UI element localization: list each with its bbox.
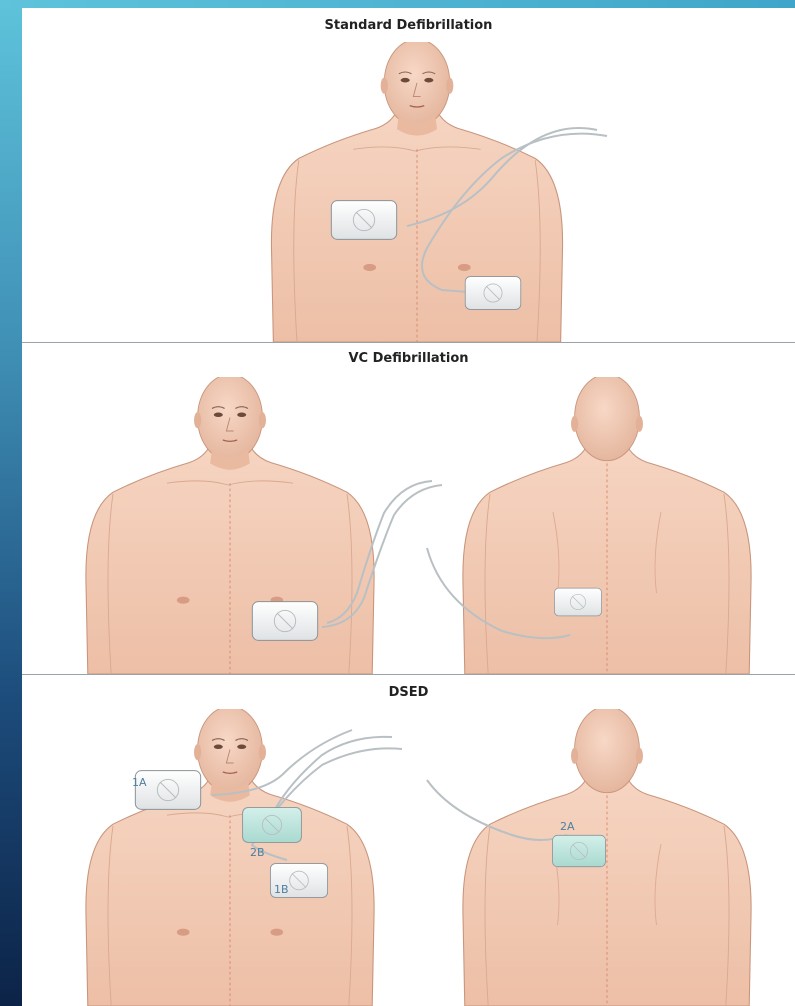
back-torso (463, 374, 751, 674)
vc-illustration (22, 343, 795, 674)
accent-top-strip (0, 0, 795, 8)
pad-right-chest (331, 201, 396, 240)
back-torso (463, 706, 751, 1006)
pad-1a: 1A (132, 771, 201, 810)
pad-label-1b: 1B (274, 883, 289, 896)
pad-1b: 1B (270, 864, 327, 898)
pad-label-1a: 1A (132, 776, 147, 789)
dsed-illustration: 1A 2B 1B 2A (22, 675, 795, 1006)
pad-posterior (554, 588, 601, 616)
front-torso (86, 374, 374, 674)
pad-label-2b: 2B (250, 846, 265, 859)
front-torso (86, 706, 374, 1006)
panel-dsed: DSED 1A 2B 1B 2A (22, 675, 795, 1006)
panel-standard-defibrillation: Standard Defibrillation (22, 8, 795, 342)
pad-anterior (252, 602, 317, 641)
pad-apex (465, 277, 521, 310)
standard-illustration (22, 8, 795, 342)
pad-label-2a: 2A (560, 820, 575, 833)
accent-side-bar (0, 0, 22, 1006)
panel-vc-defibrillation: VC Defibrillation (22, 343, 795, 674)
